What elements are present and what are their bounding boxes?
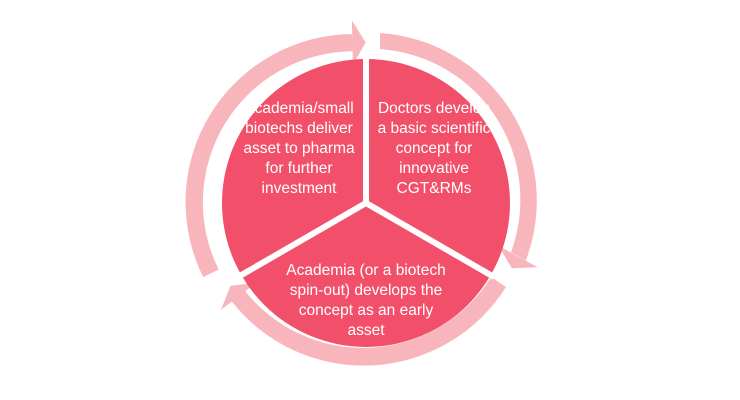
stage-line: biotechs deliver bbox=[245, 120, 353, 137]
stage-line: asset to pharma bbox=[243, 140, 355, 157]
stage-line: investment bbox=[262, 180, 338, 197]
arrow-bottom-head bbox=[221, 282, 257, 310]
divider-left bbox=[236, 200, 368, 280]
pie-dividers bbox=[236, 57, 496, 280]
arrow-top-head bbox=[351, 20, 366, 65]
arrow-bottom bbox=[231, 277, 506, 366]
stage-line: a basic scientific bbox=[378, 120, 491, 137]
stage-doctors-develop-text: Doctors develop a basic scientific concept… bbox=[378, 100, 491, 197]
stage-line: CGT&RMs bbox=[397, 180, 472, 197]
arrow-right bbox=[380, 33, 537, 261]
stage-line: spin-out) develops the bbox=[290, 282, 443, 299]
pie bbox=[222, 57, 510, 347]
arrow-right-head bbox=[498, 245, 538, 269]
stage-line: asset bbox=[347, 322, 385, 339]
divider-right bbox=[364, 200, 496, 280]
stage-line: Doctors develop bbox=[378, 100, 490, 117]
stage-line: concept for bbox=[396, 140, 473, 157]
stage-academia-delivers-text: Academia/small biotechs deliver asset to p… bbox=[243, 100, 355, 197]
stage-line: Academia (or a biotech bbox=[286, 262, 445, 279]
arrow-top bbox=[185, 34, 353, 277]
cycle-arrows bbox=[185, 20, 538, 366]
stage-line: concept as an early bbox=[299, 302, 434, 319]
stage-academia-develops-text: Academia (or a biotech spin-out) develops… bbox=[286, 262, 445, 339]
stage-line: for further bbox=[265, 160, 332, 177]
stage-line: innovative bbox=[399, 160, 469, 177]
stage-line: Academia/small bbox=[244, 100, 353, 117]
